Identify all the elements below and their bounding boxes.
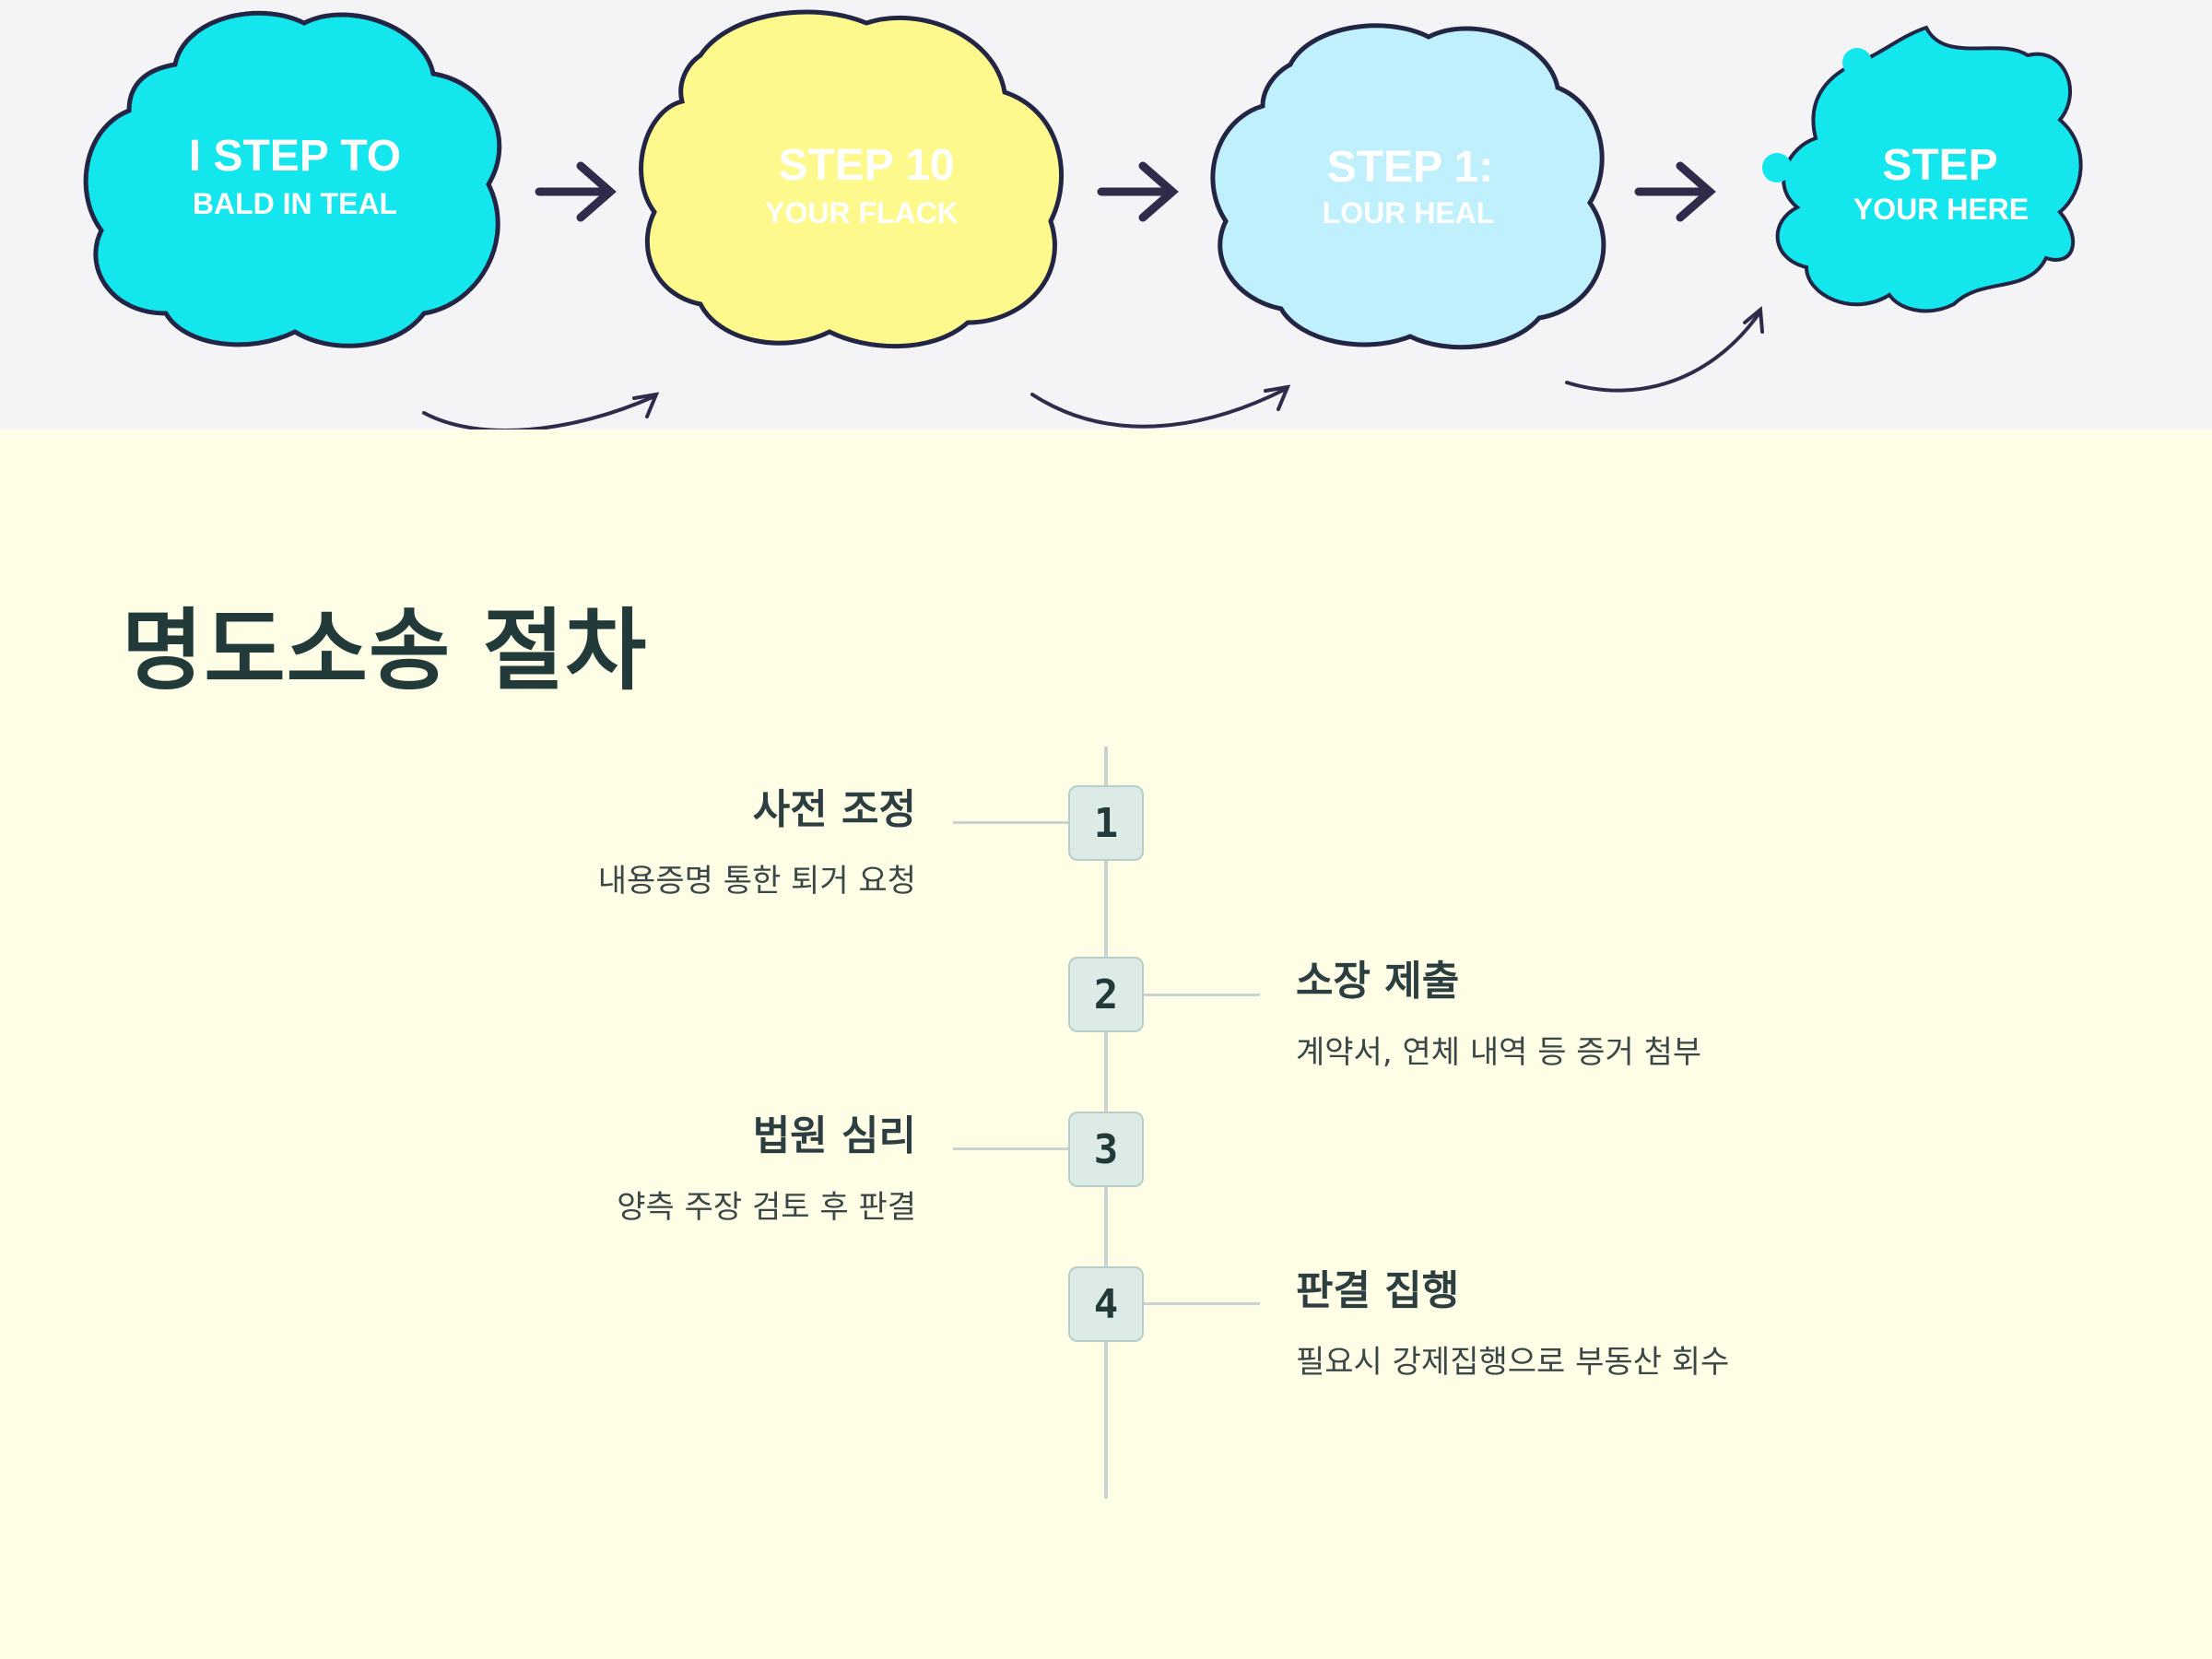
cloud-4-line2: YOUR HERE bbox=[1853, 193, 2029, 226]
step-number-badge: 1 bbox=[1068, 785, 1144, 861]
step-description: 필요시 강제집행으로 부동산 회수 bbox=[1296, 1344, 1730, 1381]
step-title: 판결 집행 bbox=[1296, 1267, 1460, 1314]
arrowhead bbox=[1743, 306, 1764, 334]
connector-line bbox=[953, 1147, 1069, 1150]
step-title: 사전 조정 bbox=[752, 786, 916, 833]
arrowhead bbox=[1264, 384, 1291, 411]
arrowhead bbox=[632, 392, 660, 418]
cloud-3-line2: LOUR HEAL bbox=[1323, 196, 1495, 229]
step-number-badge: 2 bbox=[1068, 957, 1144, 1032]
curved-arrow-icon bbox=[422, 394, 656, 429]
arrow-right-icon bbox=[1097, 161, 1179, 222]
splash-dot bbox=[1842, 48, 1872, 77]
arrow-right-icon bbox=[535, 161, 617, 222]
step-description: 계약서, 연체 내역 등 증거 첨부 bbox=[1296, 1034, 1702, 1071]
connector-line bbox=[1144, 994, 1260, 996]
step-title: 법원 심리 bbox=[752, 1112, 916, 1159]
step-description: 내용증명 통한 퇴거 요청 bbox=[597, 863, 916, 900]
page-title: 명도소송 절차 bbox=[122, 599, 648, 702]
connector-line bbox=[953, 821, 1069, 824]
curved-arrow-icon bbox=[1030, 387, 1288, 429]
cloud-2-line1: STEP 10 bbox=[778, 141, 954, 190]
curved-arrow-icon bbox=[1565, 310, 1762, 393]
cloud-3-line1: STEP 1: bbox=[1327, 143, 1494, 192]
cloud-2-line2: YOUR FLACK bbox=[765, 196, 959, 229]
step-title: 소장 제출 bbox=[1296, 958, 1460, 1005]
cloud-shape-3 bbox=[1210, 23, 1606, 350]
splash-dot bbox=[1762, 153, 1792, 182]
cloud-1-line1: I STEP TO bbox=[189, 132, 401, 181]
step-description: 양측 주장 검토 후 판결 bbox=[617, 1189, 916, 1226]
cloud-shape-2 bbox=[639, 9, 1065, 349]
steps-illustration: I STEP TO BALD IN TEAL STEP 10 YOUR FLAC… bbox=[83, 9, 2083, 429]
cloud-1-line2: BALD IN TEAL bbox=[193, 187, 397, 220]
step-number-badge: 4 bbox=[1068, 1266, 1144, 1342]
cloud-4-line1: STEP bbox=[1882, 141, 1997, 190]
connector-line bbox=[1144, 1302, 1260, 1305]
header-illustration: I STEP TO BALD IN TEAL STEP 10 YOUR FLAC… bbox=[0, 0, 2212, 429]
arrow-right-icon bbox=[1634, 161, 1716, 222]
cloud-shape-1 bbox=[83, 10, 502, 348]
splash-shape-4 bbox=[1775, 25, 2083, 313]
step-number-badge: 3 bbox=[1068, 1112, 1144, 1187]
